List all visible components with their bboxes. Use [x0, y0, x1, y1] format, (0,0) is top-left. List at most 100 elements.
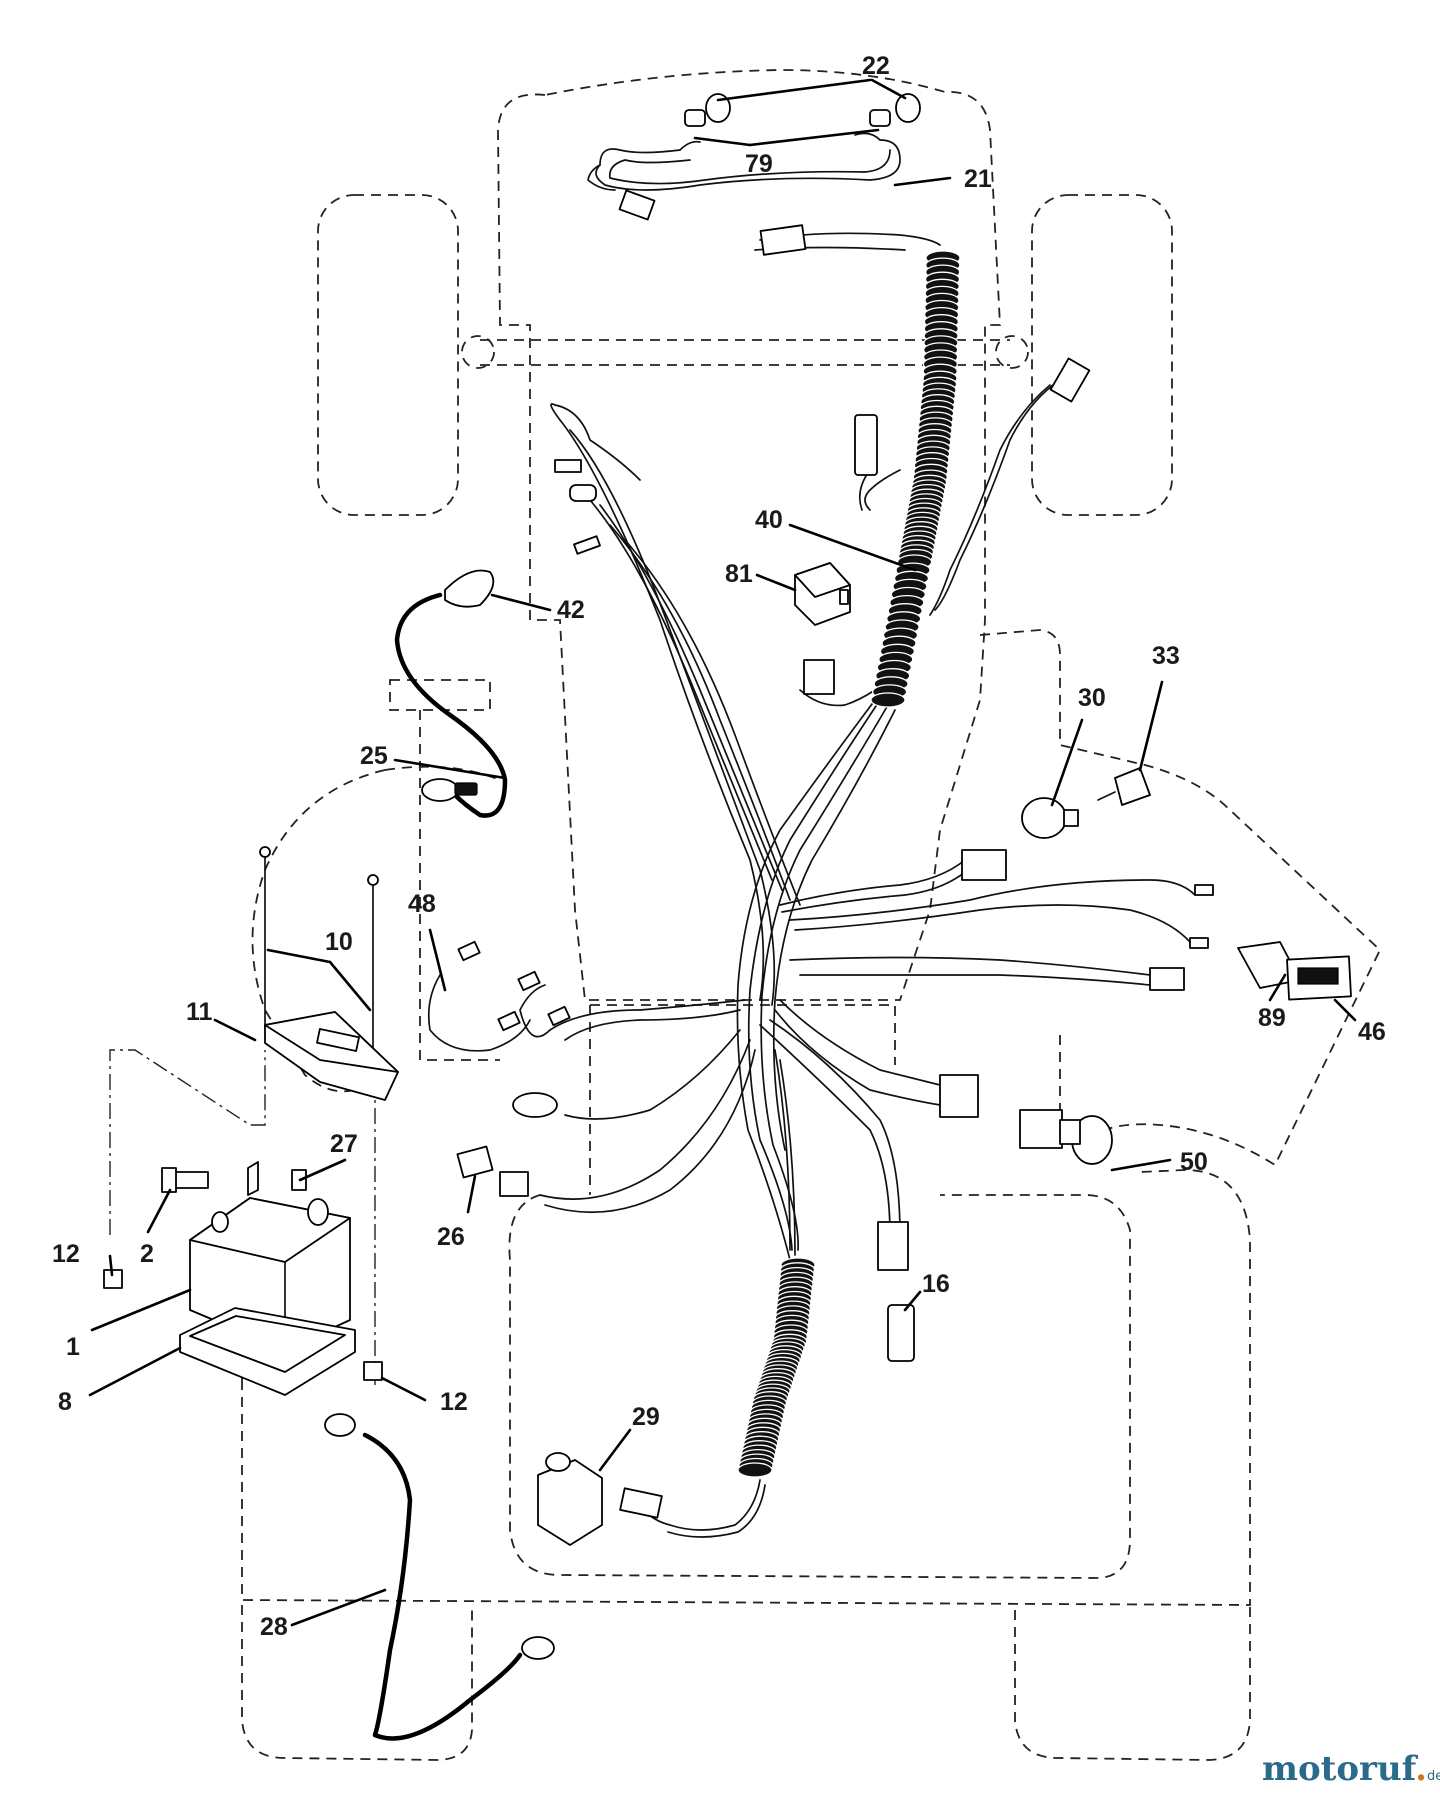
front-harness-connector	[759, 224, 807, 256]
watermark-brand-b: .	[1415, 1749, 1427, 1789]
bullet-terminal	[569, 484, 597, 502]
hour-meter-assembly	[1237, 941, 1352, 1001]
watermark-brand-a: motoruf	[1262, 1749, 1419, 1789]
leader-48	[428, 928, 447, 992]
leader-12-right	[380, 1376, 427, 1402]
callout-12-right: 12	[440, 1388, 468, 1416]
harness-strand	[799, 689, 876, 707]
callout-46: 46	[1358, 1018, 1386, 1046]
callout-40: 40	[755, 506, 783, 534]
callout-1: 1	[66, 1333, 80, 1361]
pto-connector	[803, 659, 835, 695]
key-head	[1114, 767, 1151, 806]
terminal-48	[547, 1005, 571, 1027]
key-blade	[1097, 791, 1116, 801]
battery-tray-8	[179, 1307, 356, 1396]
hour-meter-display	[1297, 967, 1339, 985]
wiring-harness-40	[519, 232, 1196, 1538]
leader-79	[693, 136, 752, 147]
cluster-connector	[939, 1074, 979, 1118]
leader-10	[328, 960, 372, 1012]
harness-strand	[589, 499, 773, 881]
harness-strand	[934, 379, 1061, 611]
harness-strand	[747, 699, 881, 1251]
clip-nuts-12	[103, 1269, 383, 1381]
callout-12-left: 12	[52, 1240, 80, 1268]
headlight-wire	[595, 139, 901, 191]
headlight-connector	[618, 189, 656, 221]
leader-2	[146, 1188, 172, 1234]
solenoid-plunger	[545, 1452, 571, 1472]
harness-strand	[789, 956, 1151, 976]
leader-79	[748, 128, 880, 147]
pto-shaft	[1059, 1119, 1081, 1145]
seat-switch-connector	[1049, 357, 1091, 403]
bulb-socket-79-right	[869, 109, 891, 127]
harness-strand	[789, 879, 1196, 921]
ground-cable	[362, 1432, 523, 1741]
harness-strand	[569, 429, 776, 1006]
harness-strand	[929, 384, 1051, 616]
harness-strand	[544, 1049, 756, 1214]
watermark: motoruf.de	[1262, 1749, 1440, 1789]
callout-8: 8	[58, 1388, 72, 1416]
leader-30	[1050, 718, 1084, 807]
solenoid-29	[537, 1452, 663, 1546]
terminal-tab	[1189, 937, 1209, 949]
ignition-barrel	[1063, 809, 1079, 827]
harness-strand	[550, 403, 641, 481]
front-right-wheel-outline	[1031, 194, 1173, 516]
fender-outline	[508, 1194, 1131, 1579]
harness-strand	[779, 859, 966, 906]
solenoid-body	[537, 1459, 603, 1546]
callout-81: 81	[725, 560, 753, 588]
leader-21	[893, 176, 952, 187]
rod-hook	[259, 846, 271, 858]
harness-strand	[864, 469, 901, 511]
leader-27	[298, 1158, 347, 1182]
dash-terminals	[512, 884, 1214, 1118]
leader-33	[1138, 680, 1164, 772]
headlight-harness-21	[587, 132, 901, 221]
callout-50: 50	[1180, 1148, 1208, 1176]
battery-post-negative	[211, 1211, 229, 1233]
harness-strand	[599, 504, 783, 891]
terminal-48	[517, 970, 541, 992]
ignition-body	[1021, 797, 1067, 839]
headlight-bulb-left	[684, 93, 731, 127]
terminal-tab	[573, 535, 601, 555]
washer-27	[247, 1161, 259, 1196]
leader-11	[213, 1018, 257, 1042]
rear-left-wheel-outline	[241, 1605, 473, 1761]
leader-16	[903, 1290, 922, 1312]
headlight-wire	[679, 132, 881, 151]
harness-strand	[559, 419, 765, 1001]
leader-28	[290, 1588, 387, 1627]
seat-deck-outline	[589, 1004, 896, 1195]
leader-46	[1333, 998, 1357, 1022]
front-connectors	[554, 224, 1091, 695]
ground-ring-terminal-bottom	[521, 1636, 555, 1660]
tractor-outline	[241, 69, 1382, 1761]
leader-25	[393, 758, 507, 780]
ground-ring-terminal-top	[324, 1413, 356, 1437]
callout-2: 2	[140, 1240, 154, 1268]
terminal-tab	[554, 459, 582, 473]
callout-11: 11	[186, 998, 213, 1026]
battery-post-positive	[307, 1198, 329, 1226]
clip-nut-right	[363, 1361, 383, 1381]
relay-81	[794, 562, 851, 626]
bulb-socket-79-left	[684, 109, 706, 127]
harness-strand	[539, 1039, 751, 1200]
harness-strand	[624, 539, 801, 906]
right-spindle-outline	[995, 335, 1029, 369]
battery-bay-circle	[251, 769, 386, 1093]
harness-strand	[794, 904, 1191, 943]
tray-floor	[189, 1315, 346, 1373]
bulb-22-left	[705, 93, 731, 123]
callout-26: 26	[437, 1223, 465, 1251]
headlight-bulb-right	[869, 93, 921, 127]
leader-81	[755, 573, 797, 592]
headlight-wire	[608, 149, 891, 185]
phantom-line-left	[109, 1049, 266, 1235]
